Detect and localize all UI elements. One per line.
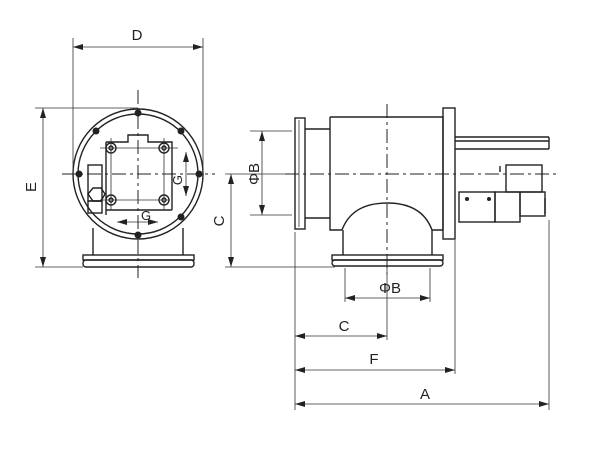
dim-F-label: F: [369, 351, 378, 368]
dim-C-left-label: C: [211, 215, 228, 226]
dim-G-horizontal-label: G: [141, 208, 151, 223]
inlet-neck: [305, 128, 330, 219]
dim-C-left-extension: [225, 173, 335, 268]
dim-E-extension: [35, 107, 138, 268]
side-centerlines: [285, 104, 560, 278]
dim-G-vertical-label: G: [170, 175, 185, 185]
front-centerlines: [62, 90, 215, 278]
actuator-body-outline: [105, 134, 173, 215]
dim-E-label: E: [23, 182, 40, 192]
dim-phiB-vertical-extension: [250, 130, 292, 216]
dim-phiB-vertical-label: ΦB: [246, 163, 263, 185]
flange-bolt-holes: [75, 109, 203, 239]
actuator-cylinder: [458, 164, 546, 223]
support-legs: [92, 228, 184, 255]
lower-extension-lines: [294, 220, 550, 410]
dim-A-label: A: [420, 386, 430, 403]
actuator-rods: [455, 136, 550, 150]
dim-D-label: D: [132, 27, 143, 44]
valve-solenoid: [87, 164, 106, 214]
outlet-dome: [341, 202, 443, 255]
dim-C-right-label: C: [339, 318, 350, 335]
actuator-bolts: [100, 138, 178, 210]
dim-phiB-horizontal-label: ΦB: [379, 280, 401, 297]
side-view: ΦB ΦB C F A: [246, 104, 560, 410]
dim-D-extension: [72, 38, 204, 174]
front-view: D E G G C: [23, 27, 335, 278]
